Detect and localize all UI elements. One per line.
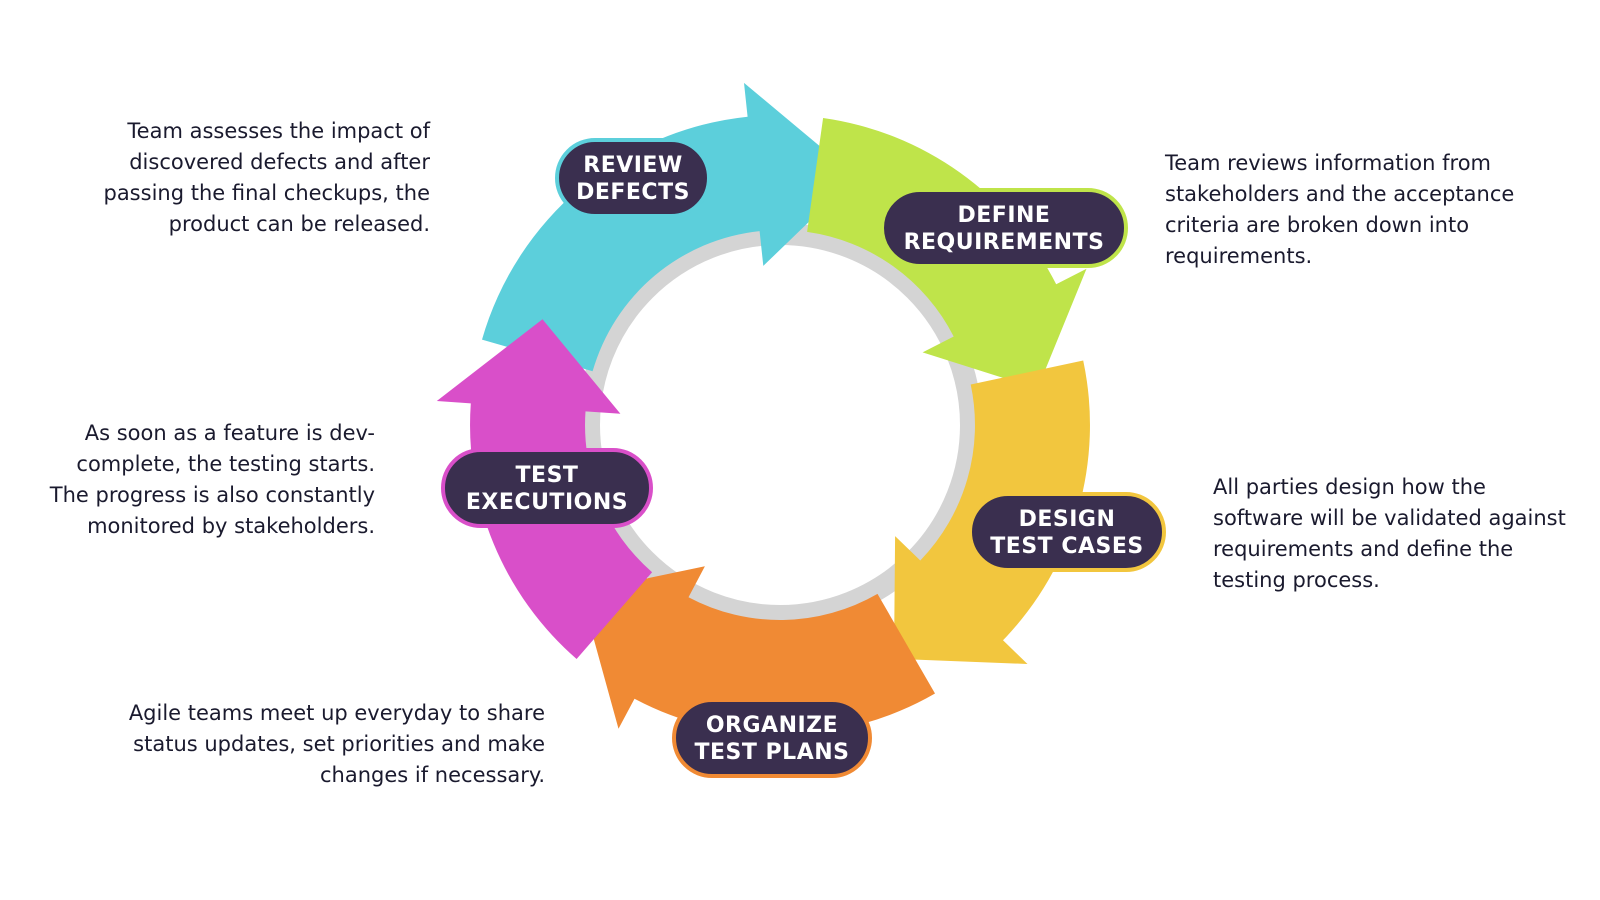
pill-label-line: EXECUTIONS (466, 490, 628, 515)
pill-design-test-cases: DESIGN TEST CASES (968, 492, 1166, 572)
description-line: testing process. (1213, 568, 1380, 592)
description-line: software will be validated against (1213, 506, 1566, 530)
pill-label-line: DESIGN (1019, 507, 1116, 532)
pill-organize-test-plans: ORGANIZE TEST PLANS (672, 698, 872, 778)
pill-test-executions: TEST EXECUTIONS (441, 448, 653, 528)
description-line: product can be released. (168, 212, 430, 236)
description-line: requirements. (1165, 244, 1313, 268)
description-design-test-cases: All parties design how the software will… (1213, 472, 1593, 596)
pill-label-line: DEFINE (958, 203, 1051, 228)
description-line: stakeholders and the acceptance (1165, 182, 1515, 206)
description-line: discovered defects and after (129, 150, 430, 174)
pill-label-line: REQUIREMENTS (904, 230, 1105, 255)
pill-label-line: TEST PLANS (695, 740, 850, 765)
description-line: passing the final checkups, the (103, 181, 430, 205)
description-organize-test-plans: Agile teams meet up everyday to share st… (60, 698, 545, 791)
pill-label-line: TEST (516, 463, 579, 488)
description-review-defects: Team assesses the impact of discovered d… (40, 116, 430, 240)
pill-define-requirements: DEFINE REQUIREMENTS (880, 188, 1128, 268)
description-line: complete, the testing starts. (76, 452, 375, 476)
description-line: requirements and define the (1213, 537, 1514, 561)
pill-label-line: TEST CASES (990, 534, 1143, 559)
cycle-arrows (436, 82, 1090, 735)
description-line: All parties design how the (1213, 475, 1486, 499)
description-line: Team assesses the impact of (127, 119, 430, 143)
pill-label-line: DEFECTS (576, 180, 690, 205)
description-line: status updates, set priorities and make (133, 732, 545, 756)
arrow-review-defects (482, 82, 856, 372)
description-line: The progress is also constantly (49, 483, 375, 507)
pill-label-line: ORGANIZE (706, 713, 838, 738)
description-line: monitored by stakeholders. (87, 514, 375, 538)
description-test-executions: As soon as a feature is dev- complete, t… (20, 418, 375, 542)
pill-label-line: REVIEW (583, 153, 682, 178)
description-define-requirements: Team reviews information from stakeholde… (1165, 148, 1565, 272)
pill-review-defects: REVIEW DEFECTS (555, 138, 711, 218)
description-line: changes if necessary. (320, 763, 545, 787)
description-line: criteria are broken down into (1165, 213, 1470, 237)
description-line: Agile teams meet up everyday to share (128, 701, 545, 725)
description-line: As soon as a feature is dev- (84, 421, 375, 445)
description-line: Team reviews information from (1165, 151, 1491, 175)
arrow-organize-test-plans (580, 566, 935, 735)
